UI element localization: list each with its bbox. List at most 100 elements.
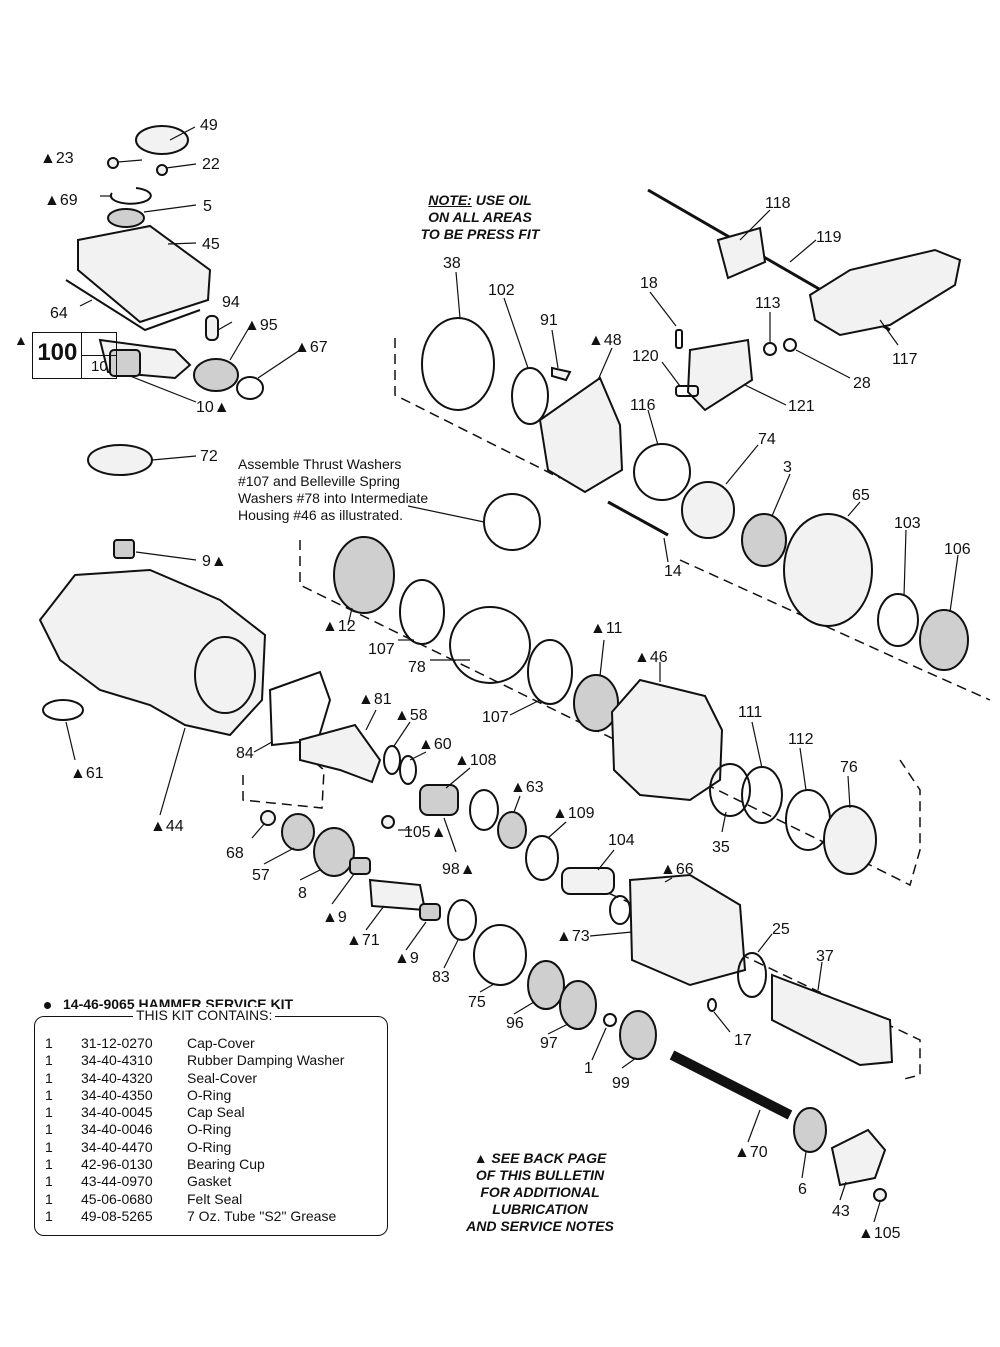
kit-item-qty: 1 (45, 1069, 53, 1086)
assemble-note-line: #107 and Belleville Spring (238, 473, 400, 489)
spring-75 (473, 924, 527, 986)
spindle-70 (669, 1050, 793, 1120)
band-116 (633, 443, 691, 501)
bearing-5 (107, 208, 145, 228)
ring-1 (603, 1013, 617, 1027)
label-116: 116 (630, 397, 656, 414)
label-38: 38 (443, 255, 461, 272)
washer-67 (236, 376, 264, 400)
label-108: ▲108 (454, 752, 497, 769)
kit-item-desc: Gasket (187, 1173, 232, 1190)
label-8: 8 (298, 885, 307, 902)
label-22: 22 (202, 156, 220, 173)
o-ring-25 (737, 952, 767, 998)
label-18: 18 (640, 275, 658, 292)
label-9a: 9▲ (202, 553, 227, 570)
screw-105-b (873, 1188, 887, 1202)
kit-item-qty: 1 (45, 1035, 53, 1051)
label-48: ▲48 (588, 332, 622, 349)
pin-18 (675, 329, 683, 349)
gear-cover-45 (77, 224, 212, 324)
label-106: 106 (944, 541, 971, 558)
label-105a: 105▲ (404, 824, 447, 841)
label-6: 6 (798, 1181, 807, 1198)
kit-item-qty: 1 (45, 1104, 53, 1121)
label-68: 68 (226, 845, 244, 862)
gasket-84 (268, 670, 332, 747)
kit-item-desc: Cap Seal (187, 1104, 245, 1121)
kit-item-qty: 1 (45, 1121, 53, 1138)
label-10: 10▲ (196, 399, 230, 416)
kit-item-qty: 1 (45, 1156, 53, 1173)
bullet-dot-icon (44, 1001, 51, 1009)
label-49: 49 (200, 117, 218, 134)
spindle-37 (771, 973, 894, 1067)
label-91: 91 (540, 312, 558, 329)
label-57: 57 (252, 867, 270, 884)
oil-note-line-3: TO BE PRESS FIT (420, 226, 540, 242)
kit-item-part: 45-06-0680 (81, 1190, 153, 1207)
kit-100-top-cell (82, 333, 117, 356)
label-67: ▲67 (294, 339, 328, 356)
label-96: 96 (506, 1015, 524, 1032)
upper-assembly-dashed-outline (394, 338, 991, 701)
label-97: 97 (540, 1035, 558, 1052)
nut-68 (260, 810, 276, 826)
shaft-71 (368, 878, 427, 912)
label-61: ▲61 (70, 765, 104, 782)
washer-83 (447, 899, 477, 941)
kit-item-part: 43-44-0970 (81, 1173, 153, 1190)
seal-76 (823, 805, 877, 875)
label-46: ▲46 (634, 649, 668, 666)
bearing-9 (113, 539, 135, 559)
label-104: 104 (608, 832, 635, 849)
label-14: 14 (664, 563, 682, 580)
oil-note: NOTE: USE OIL ON ALL AREAS TO BE PRESS F… (400, 192, 560, 243)
retaining-ring-35 (709, 763, 751, 817)
gasket-64 (65, 279, 201, 332)
label-112: 112 (788, 731, 814, 748)
label-103: 103 (894, 515, 921, 532)
housing-bore (194, 636, 256, 714)
oil-note-line-2: ON ALL AREAS (428, 209, 532, 225)
label-43: 43 (832, 1203, 850, 1220)
label-9c: ▲9 (394, 950, 419, 967)
label-5: 5 (203, 198, 212, 215)
clamp-118 (716, 226, 767, 280)
o-ring-58 (383, 745, 401, 775)
detail-magnifier (483, 493, 541, 551)
piston-81 (299, 723, 382, 784)
kit-item-desc: Rubber Damping Washer (187, 1052, 345, 1069)
gear-72 (87, 444, 153, 476)
part-labels: 49 ▲23 22 ▲69 5 45 64 94 ▲95 ▲67 10▲ 72 … (40, 117, 971, 1242)
label-71: ▲71 (346, 932, 380, 949)
label-95: ▲95 (244, 317, 278, 334)
label-81: ▲81 (358, 691, 392, 708)
washer-109 (525, 835, 559, 881)
label-1: 1 (584, 1060, 593, 1077)
kit-item-part: 34-40-0046 (81, 1121, 153, 1138)
striker-98 (419, 784, 459, 816)
label-118: 118 (765, 195, 791, 212)
kit-item-qty: 1 (45, 1052, 53, 1069)
label-107b: 107 (482, 709, 509, 726)
label-65: 65 (852, 487, 870, 504)
bearing-6 (793, 1107, 827, 1153)
kit-item-part: 34-40-4320 (81, 1069, 153, 1086)
label-83: 83 (432, 969, 450, 986)
assemble-note-line: Assemble Thrust Washers (238, 456, 402, 472)
washer-113 (763, 342, 777, 356)
label-72: 72 (200, 448, 218, 465)
label-120: 120 (632, 348, 659, 365)
kit-100-callout: ▲ 100 10 (14, 332, 118, 379)
label-117: 117 (892, 351, 918, 368)
label-75: 75 (468, 994, 486, 1011)
washer-108 (469, 789, 499, 831)
